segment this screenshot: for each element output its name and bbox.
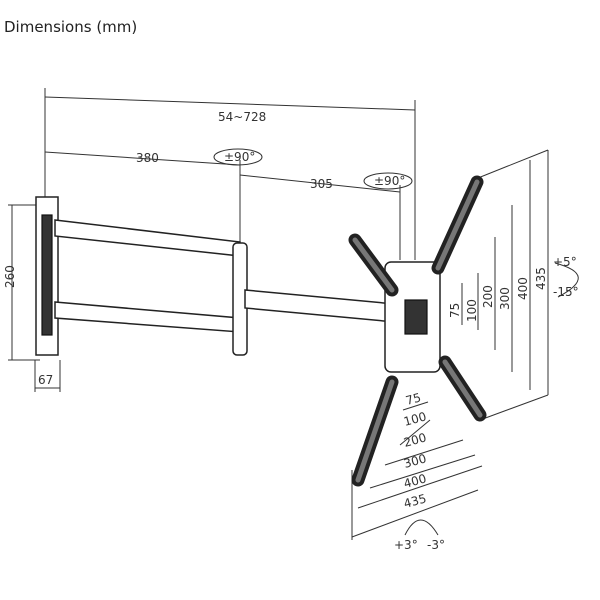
label-tilt-down: -15° — [553, 285, 579, 299]
vesa-bracket — [348, 175, 487, 487]
label-swivel2: ±90° — [374, 174, 405, 188]
label-h-435: 435 — [402, 491, 428, 510]
label-v-75: 75 — [448, 303, 462, 318]
label-v-435: 435 — [534, 267, 548, 290]
label-plate-depth: 67 — [38, 373, 53, 387]
label-h-300: 300 — [402, 451, 428, 470]
label-tilt-up: +5° — [553, 255, 577, 269]
label-h-400: 400 — [402, 471, 428, 490]
diagram-title: Dimensions (mm) — [4, 18, 138, 36]
label-h-75: 75 — [404, 390, 422, 407]
swivel-arrow-icon — [213, 148, 263, 166]
arm-1 — [54, 219, 248, 356]
label-arm2: 305 — [310, 177, 333, 191]
label-level-minus: -3° — [427, 538, 445, 552]
wall-plate — [35, 196, 59, 356]
arm-2 — [244, 289, 396, 323]
label-swivel1: ±90° — [224, 150, 255, 164]
label-h-100: 100 — [402, 409, 428, 428]
label-h-200: 200 — [402, 430, 428, 449]
label-v-400: 400 — [516, 277, 530, 300]
label-v-100: 100 — [465, 299, 479, 322]
swivel-arrow-icon — [363, 172, 413, 190]
label-v-200: 200 — [481, 285, 495, 308]
label-v-300: 300 — [498, 287, 512, 310]
label-plate-height: 260 — [3, 265, 17, 288]
label-extension: 54~728 — [218, 110, 266, 124]
label-level-plus: +3° — [394, 538, 418, 552]
label-arm1: 380 — [136, 151, 159, 165]
